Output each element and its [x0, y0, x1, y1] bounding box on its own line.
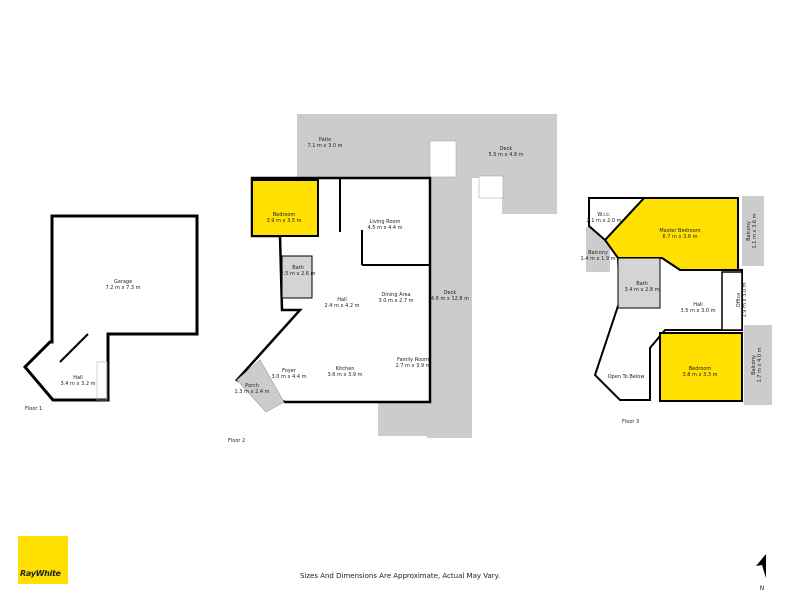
room-name: Foyer [282, 368, 297, 374]
room-name: Hall [337, 297, 347, 303]
room-size: 3.4 m x 3.2 m [61, 381, 96, 387]
room-size: 7.2 m x 7.3 m [106, 285, 141, 291]
room-size: 1.3 m x 2.4 m [235, 389, 270, 395]
room-name: Family Room [397, 357, 429, 363]
logo-text: RayWhite [20, 569, 61, 578]
room-name: Open To Below [608, 374, 645, 380]
room-name: Living Room [370, 219, 401, 225]
room-name: Kitchen [336, 366, 355, 372]
room-size: 3.6 m x 3.9 m [328, 372, 363, 378]
room-size: 2.1 m x 2.0 m [587, 218, 622, 224]
room-name: Hall [693, 302, 703, 308]
room-size: 2.4 m x 4.2 m [325, 303, 360, 309]
room-size: 3.4 m x 2.8 m [625, 287, 660, 293]
disclaimer: Sizes And Dimensions Are Approximate, Ac… [299, 572, 501, 580]
room-size: 2.5 m x 2.6 m [281, 271, 316, 277]
room-name: W.i.c. [597, 212, 611, 218]
room-size: 6.7 m x 3.6 m [663, 234, 698, 240]
room-size: 3.5 m x 3.0 m [681, 308, 716, 314]
room-name: Dining Area [381, 292, 410, 298]
room-name: Patio [319, 137, 331, 143]
room-size: 3.0 m x 2.7 m [379, 298, 414, 304]
room-name: Balcony [751, 355, 757, 375]
room-name: Deck [500, 146, 513, 152]
room-name: Balcony [588, 250, 608, 256]
room-name: Hall [73, 375, 83, 381]
room-size: 1.1 m x 3.6 m [752, 213, 758, 248]
north-compass: N [752, 552, 772, 592]
room-name: Balcony [746, 221, 752, 241]
room-name: Master Bedroom [659, 228, 700, 234]
room-size: 4.6 m x 12.8 m [431, 296, 469, 302]
room-size: 7.1 m x 3.0 m [308, 143, 343, 149]
room-size: 3.8 m x 3.3 m [683, 372, 718, 378]
floor-2-plan: Patio 7.1 m x 3.0 m Deck 5.5 m x 4.8 m B… [228, 114, 557, 444]
room-name: Garage [114, 279, 132, 285]
raywhite-logo: RayWhite [18, 536, 68, 584]
room-name: Bedroom [689, 366, 712, 372]
room-name: Bedroom [273, 212, 296, 218]
room-name: Office [736, 293, 742, 308]
compass-arrow-icon: N [756, 554, 766, 592]
room-size: 3.9 m x 3.5 m [267, 218, 302, 224]
room-size: 1.4 m x 1.9 m [581, 256, 616, 262]
patio-area [297, 114, 557, 178]
floor-label: Floor 3 [622, 419, 639, 425]
room-name: Bath [292, 265, 304, 271]
room-name: Porch [245, 383, 259, 389]
room-name: Deck [444, 290, 457, 296]
room-size: 4.5 m x 4.4 m [368, 225, 403, 231]
room-size: 2.7 m x 3.9 m [396, 363, 431, 369]
room-size: 1.7 m x 4.0 m [757, 347, 763, 382]
room-size: 1.9 m x 3.0 m [742, 282, 748, 317]
floor-label: Floor 2 [228, 438, 245, 444]
floor-label: Floor 1 [25, 406, 42, 412]
side-deck-area [427, 178, 472, 438]
floor-1-plan: Garage 7.2 m x 7.3 m Hall 3.4 m x 3.2 m … [22, 214, 199, 412]
room-size: 5.5 m x 4.8 m [489, 152, 524, 158]
room-name: Bath [636, 281, 648, 287]
floor-1-walls [22, 214, 199, 402]
north-label: N [760, 585, 765, 592]
room-size: 3.0 m x 4.4 m [272, 374, 307, 380]
floor-3-plan: W.i.c. 2.1 m x 2.0 m Master Bedroom 6.7 … [581, 196, 772, 425]
